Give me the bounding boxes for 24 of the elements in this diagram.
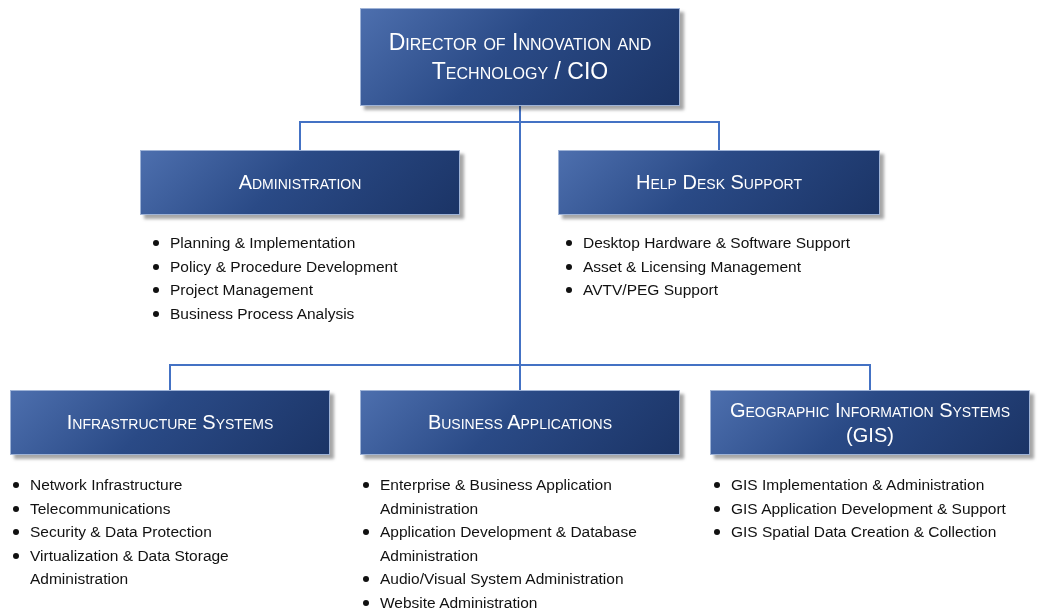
list-item-text: Planning & Implementation bbox=[170, 233, 357, 253]
list-item-text: Security & Data Protection bbox=[30, 522, 213, 543]
list-item-text: Policy & Procedure Development bbox=[170, 256, 399, 277]
list-item-text: Business Process Analysis bbox=[170, 303, 356, 324]
list-item-text: Application Development & Database Administration bbox=[380, 522, 638, 566]
list-item-text: GIS Spatial Data Creation & Collection bbox=[731, 522, 998, 543]
list-item-text: Telecommunications bbox=[30, 498, 172, 519]
list-item-text: Enterprise & Business Application Administration bbox=[380, 475, 613, 519]
title-box: Administration bbox=[140, 150, 460, 215]
list-item-text: Virtualization & Data Storage Administration bbox=[30, 545, 230, 590]
title-box: Business Applications bbox=[360, 390, 680, 455]
list-item-text: Network Infrastructure bbox=[30, 475, 184, 495]
list-item-text: GIS Application Development & Support bbox=[731, 498, 1007, 519]
list-item-text: GIS Implementation & Administration bbox=[731, 475, 986, 495]
list-item-text: Asset & Licensing Management bbox=[583, 256, 802, 277]
title-box: Geographic Information Systems (GIS) bbox=[710, 390, 1030, 455]
list-item-text: Audio/Visual System Administration bbox=[380, 569, 625, 590]
list-item-text: AVTV/PEG Support bbox=[583, 280, 719, 301]
title-box: Infrastructure Systems bbox=[10, 390, 330, 455]
list-item-text: Project Management bbox=[170, 280, 315, 301]
title-box: Director of Innovation and Technology / CIO bbox=[360, 8, 680, 106]
list-item-text: Website Administration bbox=[380, 592, 539, 612]
list-item-text: Desktop Hardware & Software Support bbox=[583, 233, 852, 253]
title-box: Help Desk Support bbox=[558, 150, 880, 215]
